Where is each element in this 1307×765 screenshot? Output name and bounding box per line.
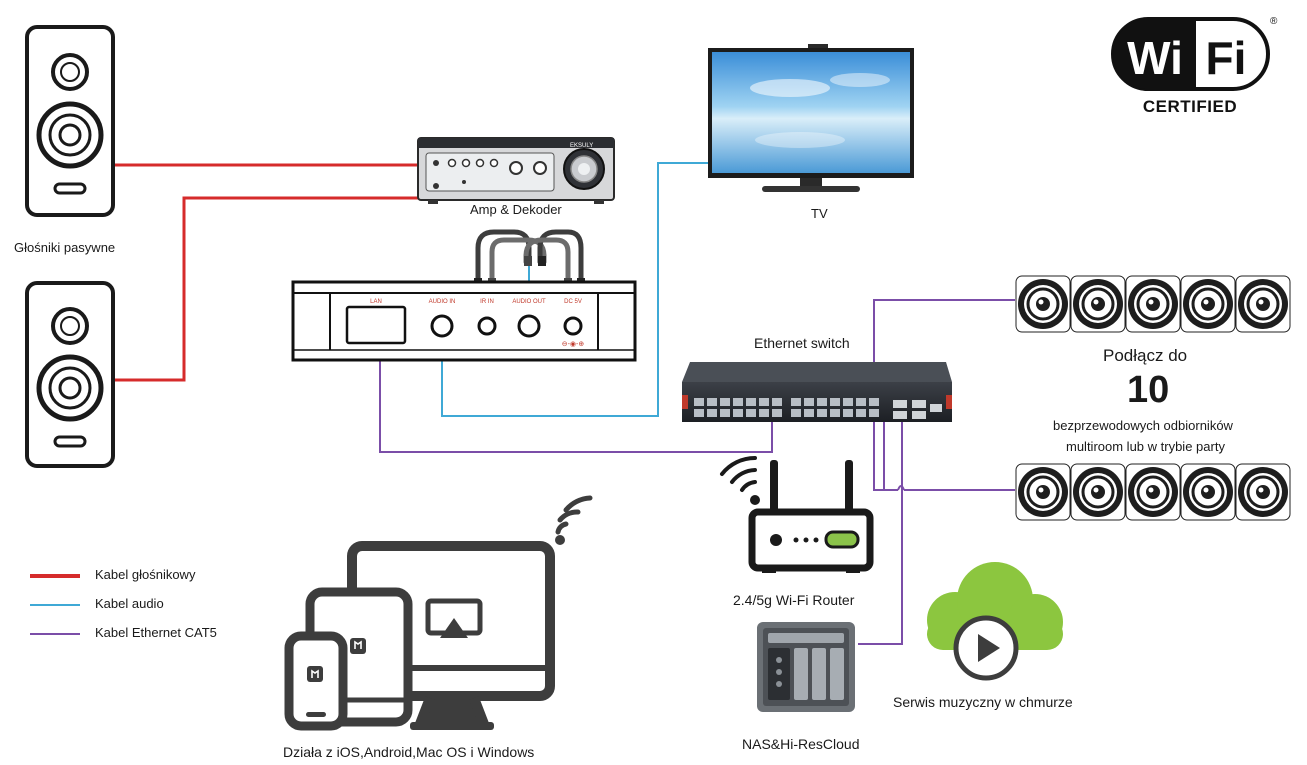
wireless-receiver [1070, 275, 1126, 333]
cloud-music-service [927, 562, 1063, 681]
amp-brand: EKSULY [570, 143, 593, 149]
client-devices [284, 495, 593, 731]
router [720, 456, 874, 573]
port-label-lan: LAN [370, 299, 382, 305]
router-status-bar [824, 530, 860, 549]
monitor-wifi-icon [555, 495, 593, 535]
label-passive-speakers: Głośniki pasywne [14, 240, 116, 255]
amplifier: EKSULY [417, 137, 615, 204]
legend-label: Kabel Ethernet CAT5 [95, 625, 217, 640]
wifi-logo-certified: CERTIFIED [1143, 97, 1237, 116]
wireless-receiver [1180, 463, 1236, 521]
label-amp-decoder: Amp & Dekoder [470, 202, 562, 217]
wireless-receiver [1070, 463, 1126, 521]
receiver-row-bottom [1015, 463, 1291, 521]
receivers-connect-to: Podłącz do [1103, 346, 1188, 365]
legend-label: Kabel głośnikowy [95, 567, 196, 582]
receivers-line2: multiroom lub w trybie party [1066, 439, 1225, 454]
tv [708, 44, 914, 192]
ethernet-cable-streamer [379, 342, 773, 453]
receivers-count: 10 [1127, 369, 1170, 411]
wireless-receiver [1015, 463, 1071, 521]
wifi-logo-reg: ® [1270, 16, 1278, 27]
receiver-row-top [1015, 275, 1291, 333]
port-label-audio-in: AUDIO IN [429, 299, 456, 305]
port-polarity-icon: ⊖-◉-⊕ [562, 341, 585, 348]
label-devices: Działa z iOS,Android,Mac OS i Windows [283, 744, 535, 760]
label-cloud-service: Serwis muzyczny w chmurze [893, 694, 1073, 710]
wireless-receiver [1015, 275, 1071, 333]
wireless-receiver [1235, 463, 1291, 521]
port-label-audio-out: AUDIO OUT [512, 299, 546, 305]
label-router: 2.4/5g Wi-Fi Router [733, 592, 855, 608]
audio-cable-tv [441, 162, 712, 417]
ethernet-cable-nas [858, 405, 903, 645]
streamer-rear-panel: LAN AUDIO IN IR IN AUDIO OUT DC 5V ⊖-◉-⊕ [291, 280, 637, 362]
label-nas: NAS&Hi-ResCloud [742, 736, 860, 752]
speaker-cable-bottom [108, 196, 420, 382]
label-ethernet-switch: Ethernet switch [754, 335, 850, 351]
wireless-receiver [1125, 275, 1181, 333]
label-tv: TV [811, 206, 828, 221]
port-label-ir-in: IR IN [480, 299, 494, 305]
legend-label: Kabel audio [95, 596, 164, 611]
speaker-cables [108, 163, 420, 382]
wifi-logo-fi: Fi [1206, 32, 1247, 84]
wireless-receiver [1235, 275, 1291, 333]
play-icon [978, 634, 1000, 662]
passive-speaker-top [25, 25, 115, 217]
ethernet-switch [682, 362, 952, 422]
nas [757, 622, 855, 712]
airplay-icon [440, 618, 468, 638]
passive-speaker-bottom [25, 281, 115, 468]
wifi-logo-wi: Wi [1127, 32, 1183, 84]
receivers-line1: bezprzewodowych odbiorników [1053, 418, 1233, 433]
legend [30, 574, 80, 635]
port-label-dc: DC 5V [564, 299, 582, 305]
router-wifi-icon [720, 456, 760, 505]
wifi-certified-logo: Wi Fi ® CERTIFIED [1111, 16, 1278, 116]
wireless-receiver [1125, 463, 1181, 521]
phone [284, 631, 348, 731]
wireless-receiver [1180, 275, 1236, 333]
